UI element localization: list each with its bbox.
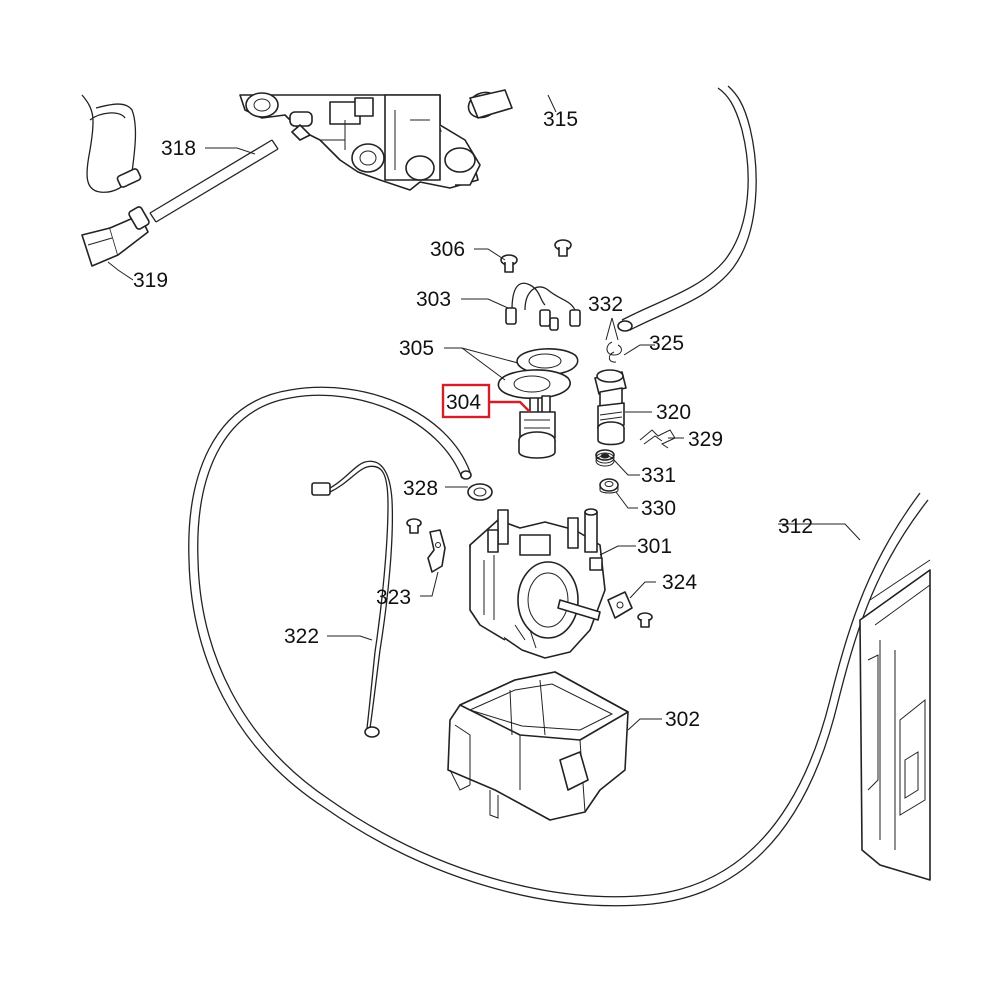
callout-322[interactable]: 322 — [284, 625, 319, 648]
part-322-sensor-cable[interactable] — [311, 460, 394, 738]
callout-301[interactable]: 301 — [637, 535, 672, 558]
callout-323[interactable]: 323 — [376, 586, 411, 609]
part-328-loop-hose[interactable] — [188, 386, 929, 907]
part-329-spring-clip[interactable] — [639, 429, 676, 449]
callout-305[interactable]: 305 — [399, 337, 434, 360]
part-302-base-tray[interactable] — [447, 671, 629, 821]
callout-331[interactable]: 331 — [641, 464, 676, 487]
part-305-gaskets[interactable] — [497, 348, 579, 400]
part-312-cabinet[interactable] — [859, 559, 931, 881]
callout-315[interactable]: 315 — [543, 108, 578, 131]
part-318-hose[interactable] — [81, 94, 279, 223]
part-324-bracket[interactable] — [607, 591, 653, 628]
part-304-thermostat[interactable] — [518, 395, 556, 459]
highlight-304 — [441, 383, 531, 419]
part-331-spring[interactable] — [595, 449, 615, 467]
callout-319[interactable]: 319 — [133, 269, 168, 292]
part-319-connector[interactable] — [81, 206, 150, 267]
callout-324[interactable]: 324 — [662, 571, 697, 594]
part-330-washer[interactable] — [599, 478, 619, 494]
callout-306[interactable]: 306 — [430, 238, 465, 261]
part-315-valve-assembly[interactable] — [239, 88, 513, 191]
callout-304[interactable]: 304 — [446, 391, 481, 414]
part-328-clamp[interactable] — [467, 483, 493, 501]
callout-labels: 315 318 319 306 303 305 304 332 325 320 … — [133, 108, 813, 731]
part-301-heater-housing[interactable] — [469, 508, 606, 659]
callout-302[interactable]: 302 — [665, 708, 700, 731]
callout-303[interactable]: 303 — [416, 288, 451, 311]
highlight-leader-304 — [489, 400, 531, 413]
part-306-screws[interactable] — [500, 239, 572, 273]
callout-328[interactable]: 328 — [403, 477, 438, 500]
callout-318[interactable]: 318 — [161, 137, 196, 160]
part-303-wires[interactable] — [505, 282, 581, 331]
callout-320[interactable]: 320 — [656, 401, 691, 424]
callout-332[interactable]: 332 — [588, 293, 623, 316]
callout-312[interactable]: 312 — [778, 515, 813, 538]
callout-325[interactable]: 325 — [649, 332, 684, 355]
part-332-hose[interactable] — [617, 85, 757, 332]
part-323-bracket[interactable] — [406, 518, 446, 573]
callout-330[interactable]: 330 — [641, 497, 676, 520]
leader-lines — [107, 94, 861, 731]
part-325-clip[interactable] — [606, 341, 622, 363]
callout-329[interactable]: 329 — [688, 428, 723, 451]
part-320-valve[interactable] — [594, 369, 627, 446]
